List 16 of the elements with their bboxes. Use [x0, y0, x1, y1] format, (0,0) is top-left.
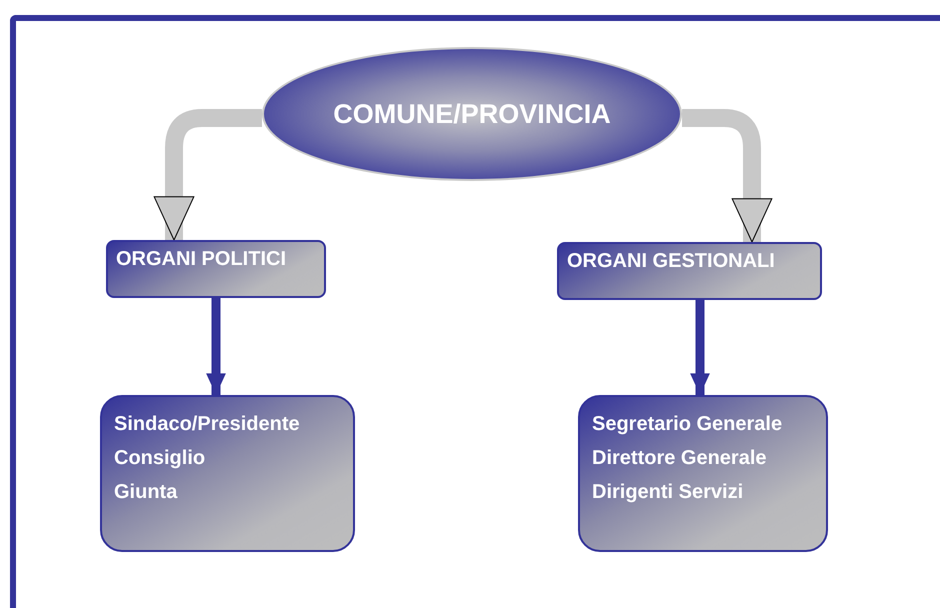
list-box: [578, 395, 828, 552]
box-label: ORGANI GESTIONALI: [567, 250, 776, 273]
curved-arrow: [154, 109, 262, 240]
list-item: Consiglio: [114, 446, 206, 471]
list-item: Sindaco/Presidente: [114, 412, 301, 437]
list-item: Direttore Generale: [592, 446, 768, 471]
list-box: [100, 395, 355, 552]
box-label: ORGANI POLITICI: [116, 248, 287, 271]
list-item: Segretario Generale: [592, 412, 784, 437]
category-box: [106, 240, 326, 298]
list-item: Giunta: [114, 480, 178, 505]
list-item: Dirigenti Servizi: [592, 480, 744, 505]
arrow: [690, 300, 710, 395]
category-box: [557, 242, 822, 300]
arrow: [206, 298, 226, 395]
title-text: COMUNE/PROVINCIA: [333, 98, 611, 130]
